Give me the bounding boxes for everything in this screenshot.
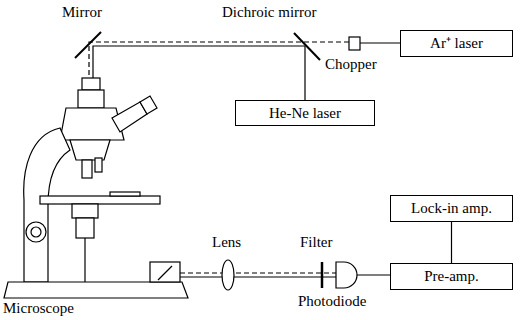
signal-wire bbox=[357, 274, 390, 275]
device-name: Pre-amp. bbox=[424, 268, 479, 285]
part-label: Lens bbox=[212, 234, 241, 251]
part-label: Mirror bbox=[62, 4, 102, 21]
mirror-symbol bbox=[75, 32, 101, 58]
lens-symbol bbox=[222, 260, 234, 290]
device-name: Lock-in amp. bbox=[411, 200, 492, 217]
device-name: He-Ne laser bbox=[269, 105, 341, 122]
part-label: Dichroic mirror bbox=[222, 4, 317, 21]
laser-beam-dashed bbox=[89, 42, 349, 80]
device-name: Ar⁺ laser bbox=[430, 35, 483, 52]
part-label: Chopper bbox=[325, 56, 377, 73]
part-label: Microscope bbox=[3, 300, 74, 317]
laser-beam bbox=[360, 42, 400, 43]
signal-beam-dashed bbox=[180, 272, 336, 273]
device-box: Pre-amp. bbox=[390, 263, 513, 290]
microscope-drawing bbox=[4, 78, 188, 298]
hene-beam bbox=[93, 46, 305, 80]
part-label: Filter bbox=[300, 234, 333, 251]
signal-cable bbox=[451, 222, 452, 263]
device-box: Ar⁺ laser bbox=[400, 30, 513, 57]
device-box: Lock-in amp. bbox=[390, 195, 513, 222]
part-label: Photodiode bbox=[298, 293, 366, 310]
device-box: He-Ne laser bbox=[235, 100, 375, 126]
photodiode-symbol bbox=[336, 262, 357, 288]
hene-beam bbox=[304, 46, 305, 100]
dichroic-mirror-symbol bbox=[294, 33, 320, 60]
chopper-symbol bbox=[349, 37, 360, 50]
signal-beam bbox=[180, 276, 336, 277]
filter-symbol bbox=[321, 262, 324, 288]
